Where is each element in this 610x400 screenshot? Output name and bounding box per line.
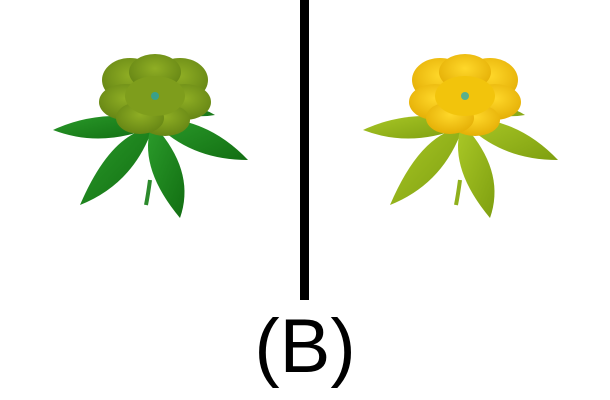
panel-label: (B): [254, 304, 356, 389]
right-flower-panel: [310, 0, 610, 300]
divider-line: [300, 0, 309, 300]
left-flower-panel: [0, 0, 300, 300]
left-flower-image: [53, 54, 248, 218]
right-flower-image: [363, 54, 558, 218]
